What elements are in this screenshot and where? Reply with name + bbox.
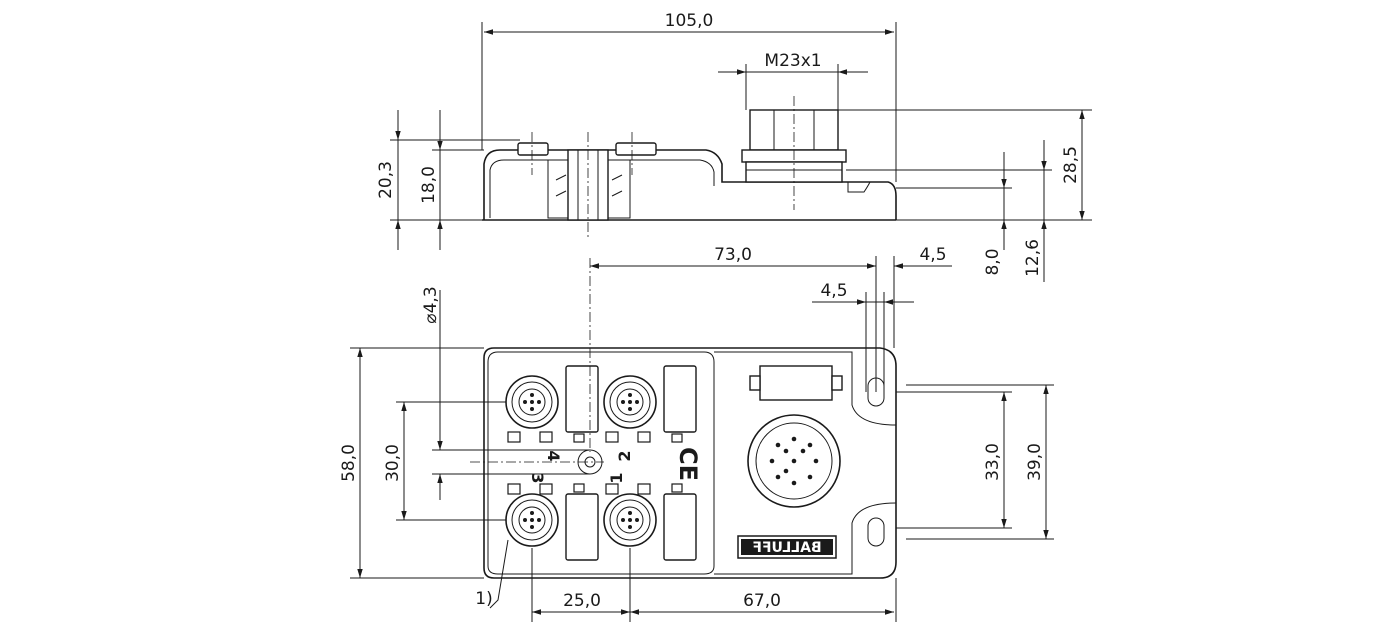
side-view-dimensions: 105,0 M23x1 20,3 18,0 28,5 8,0 <box>376 11 1092 282</box>
screw-head-right-icon <box>615 142 657 156</box>
top-view-dimensions: 73,0 4,5 4,5 ⌀4,3 58,0 30,0 33,0 <box>339 245 1054 622</box>
dim-width-39: 39,0 <box>1025 443 1045 481</box>
dim-port-pitch-horizontal: 25,0 <box>563 591 601 611</box>
svg-text:BALLUFF: BALLUFF <box>752 540 821 556</box>
dim-port-pitch-vertical: 30,0 <box>383 444 403 482</box>
dim-height-total: 28,5 <box>1061 146 1081 184</box>
callout-1: 1) <box>475 589 492 609</box>
side-view <box>482 96 897 238</box>
dim-overall-length: 105,0 <box>665 11 714 31</box>
port-label-4: 4 <box>544 450 563 461</box>
port-4-connector-icon <box>505 375 559 429</box>
dim-hole-diameter: ⌀4,3 <box>421 286 441 323</box>
dim-connector-thread: M23x1 <box>764 51 821 71</box>
label-window <box>759 365 833 401</box>
mounting-hole-bottom-icon <box>867 517 885 547</box>
dim-height-side: 20,3 <box>376 161 396 199</box>
dim-height-body: 18,0 <box>419 166 439 204</box>
port-1-connector-icon <box>603 493 657 547</box>
port-2-connector-icon <box>603 375 657 429</box>
port-label-2: 2 <box>615 450 634 461</box>
port-label-3: 3 <box>528 472 547 483</box>
port-label-1: 1 <box>607 472 626 483</box>
dim-offset-67: 67,0 <box>743 591 781 611</box>
balluff-logo: BALLUFF <box>737 535 837 559</box>
dim-flange-height: 8,0 <box>983 248 1003 275</box>
dim-hole-offset: 73,0 <box>714 245 752 265</box>
m23-connector-face-icon <box>747 414 841 508</box>
dim-connector-base-height: 12,6 <box>1023 239 1043 277</box>
dim-body-width: 58,0 <box>339 444 359 482</box>
dim-edge-offset-left: 4,5 <box>820 281 847 301</box>
screw-head-left-icon <box>517 142 549 156</box>
dim-edge-offset-top: 4,5 <box>919 245 946 265</box>
port-3-connector-icon <box>505 493 559 547</box>
ce-mark-icon: CE <box>674 447 702 481</box>
top-view: BALLUFF CE 4 2 3 1 <box>470 258 897 579</box>
dim-hole-spacing: 33,0 <box>983 443 1003 481</box>
